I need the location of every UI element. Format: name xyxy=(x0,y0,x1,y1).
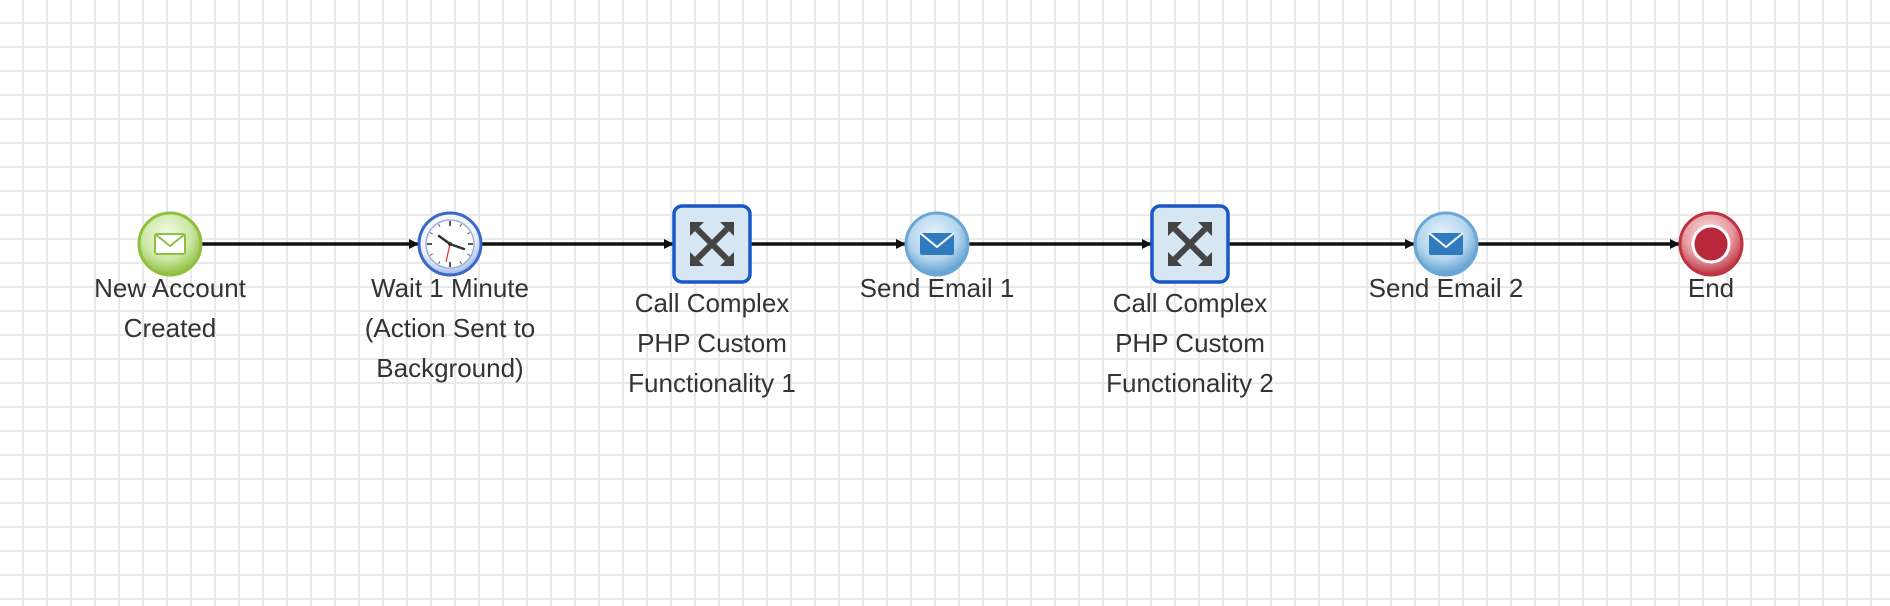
node-label-end: End xyxy=(1687,273,1735,303)
node-label-wait: Wait 1 Minute (Action Sent to Background… xyxy=(364,273,536,383)
end-event-end[interactable] xyxy=(1678,211,1744,277)
expand-arrows-icon xyxy=(1168,222,1212,266)
node-label-email2: Send Email 2 xyxy=(1368,273,1524,303)
node-label-php2: Call Complex PHP Custom Functionality 2 xyxy=(1106,288,1274,398)
expand-arrows-icon xyxy=(690,222,734,266)
task-php2[interactable] xyxy=(1150,204,1230,284)
start-event-start[interactable] xyxy=(137,211,203,277)
envelope-icon xyxy=(154,233,186,255)
clock-icon xyxy=(425,219,475,269)
timer-event-wait[interactable] xyxy=(417,211,483,277)
envelope-icon xyxy=(1428,232,1464,255)
nodes-layer xyxy=(137,204,1744,284)
task-php1[interactable] xyxy=(672,204,752,284)
node-label-email1: Send Email 1 xyxy=(859,273,1015,303)
stop-circle-icon xyxy=(1691,224,1731,264)
send-email-event-email1[interactable] xyxy=(904,211,970,277)
node-label-php1: Call Complex PHP Custom Functionality 1 xyxy=(628,288,796,398)
node-label-start: New Account Created xyxy=(94,273,246,343)
send-email-event-email2[interactable] xyxy=(1413,211,1479,277)
envelope-icon xyxy=(919,232,955,255)
